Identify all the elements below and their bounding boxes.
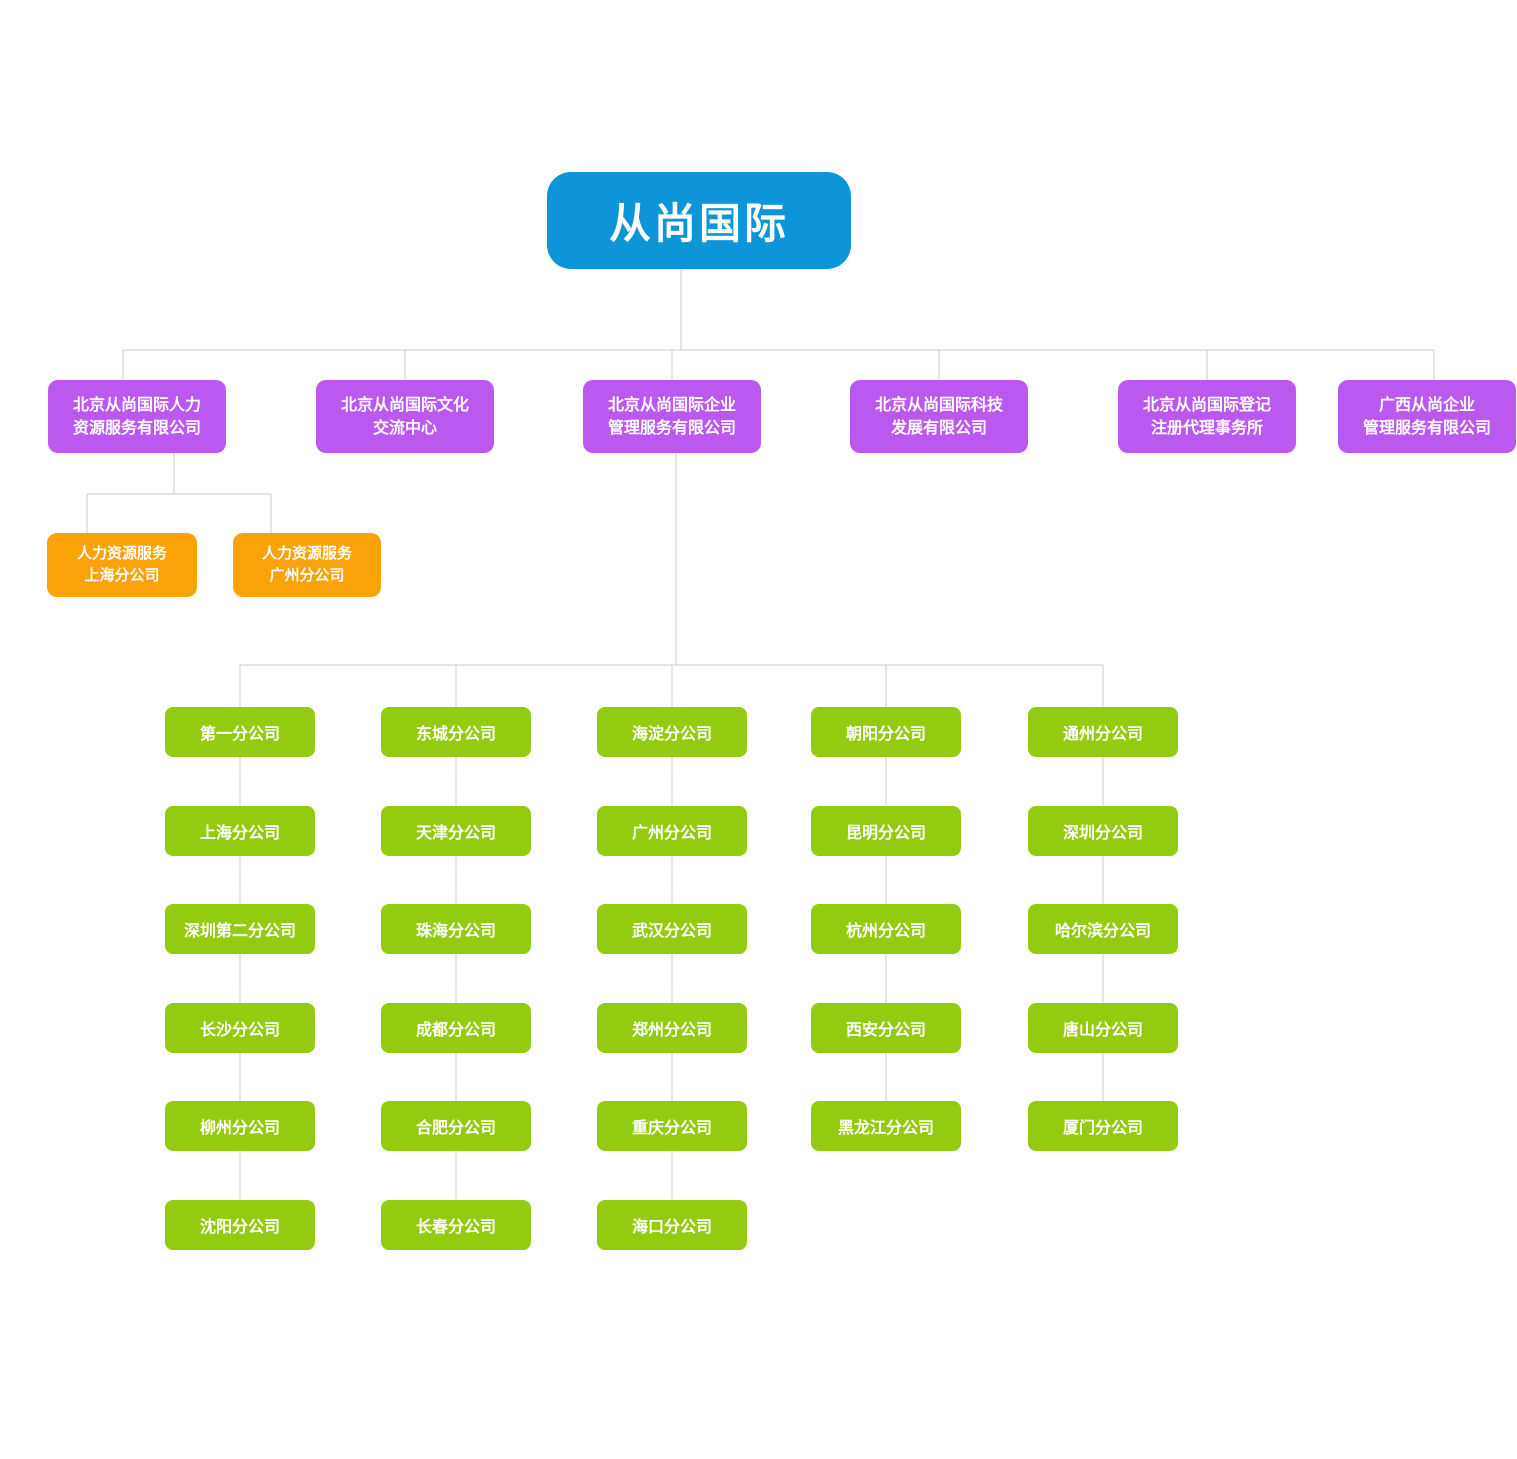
branch-office-node-c3-r6: 海口分公司 — [597, 1200, 747, 1250]
branch-office-node-c4-r2: 昆明分公司 — [811, 806, 961, 856]
branch-office-node-c2-r2: 天津分公司 — [381, 806, 531, 856]
branch-office-node-c3-r2: 广州分公司 — [597, 806, 747, 856]
branch-office-node-c2-r5: 合肥分公司 — [381, 1101, 531, 1151]
hr-branch-node-1: 人力资源服务 上海分公司 — [47, 533, 197, 597]
branch-office-node-c1-r4: 长沙分公司 — [165, 1003, 315, 1053]
root-node: 从尚国际 — [547, 172, 851, 269]
subsidiary-node-4: 北京从尚国际科技 发展有限公司 — [850, 380, 1028, 453]
branch-office-node-c2-r3: 珠海分公司 — [381, 904, 531, 954]
branch-office-node-c3-r1: 海淀分公司 — [597, 707, 747, 757]
branch-office-node-c1-r2: 上海分公司 — [165, 806, 315, 856]
branch-office-node-c3-r4: 郑州分公司 — [597, 1003, 747, 1053]
subsidiary-node-5: 北京从尚国际登记 注册代理事务所 — [1118, 380, 1296, 453]
branch-office-node-c5-r5: 厦门分公司 — [1028, 1101, 1178, 1151]
branch-office-node-c1-r3: 深圳第二分公司 — [165, 904, 315, 954]
branch-office-node-c3-r3: 武汉分公司 — [597, 904, 747, 954]
branch-office-node-c4-r3: 杭州分公司 — [811, 904, 961, 954]
branch-office-node-c2-r4: 成都分公司 — [381, 1003, 531, 1053]
branch-office-node-c5-r1: 通州分公司 — [1028, 707, 1178, 757]
branch-office-node-c4-r4: 西安分公司 — [811, 1003, 961, 1053]
subsidiary-node-6: 广西从尚企业 管理服务有限公司 — [1338, 380, 1516, 453]
branch-office-node-c3-r5: 重庆分公司 — [597, 1101, 747, 1151]
subsidiary-node-2: 北京从尚国际文化 交流中心 — [316, 380, 494, 453]
branch-office-node-c2-r6: 长春分公司 — [381, 1200, 531, 1250]
branch-office-node-c5-r2: 深圳分公司 — [1028, 806, 1178, 856]
branch-office-node-c4-r5: 黑龙江分公司 — [811, 1101, 961, 1151]
branch-office-node-c1-r1: 第一分公司 — [165, 707, 315, 757]
branch-office-node-c4-r1: 朝阳分公司 — [811, 707, 961, 757]
branch-office-node-c1-r6: 沈阳分公司 — [165, 1200, 315, 1250]
branch-office-node-c2-r1: 东城分公司 — [381, 707, 531, 757]
branch-office-node-c5-r3: 哈尔滨分公司 — [1028, 904, 1178, 954]
subsidiary-node-3: 北京从尚国际企业 管理服务有限公司 — [583, 380, 761, 453]
subsidiary-node-1: 北京从尚国际人力 资源服务有限公司 — [48, 380, 226, 453]
branch-office-node-c1-r5: 柳州分公司 — [165, 1101, 315, 1151]
hr-branch-node-2: 人力资源服务 广州分公司 — [233, 533, 381, 597]
branch-office-node-c5-r4: 唐山分公司 — [1028, 1003, 1178, 1053]
